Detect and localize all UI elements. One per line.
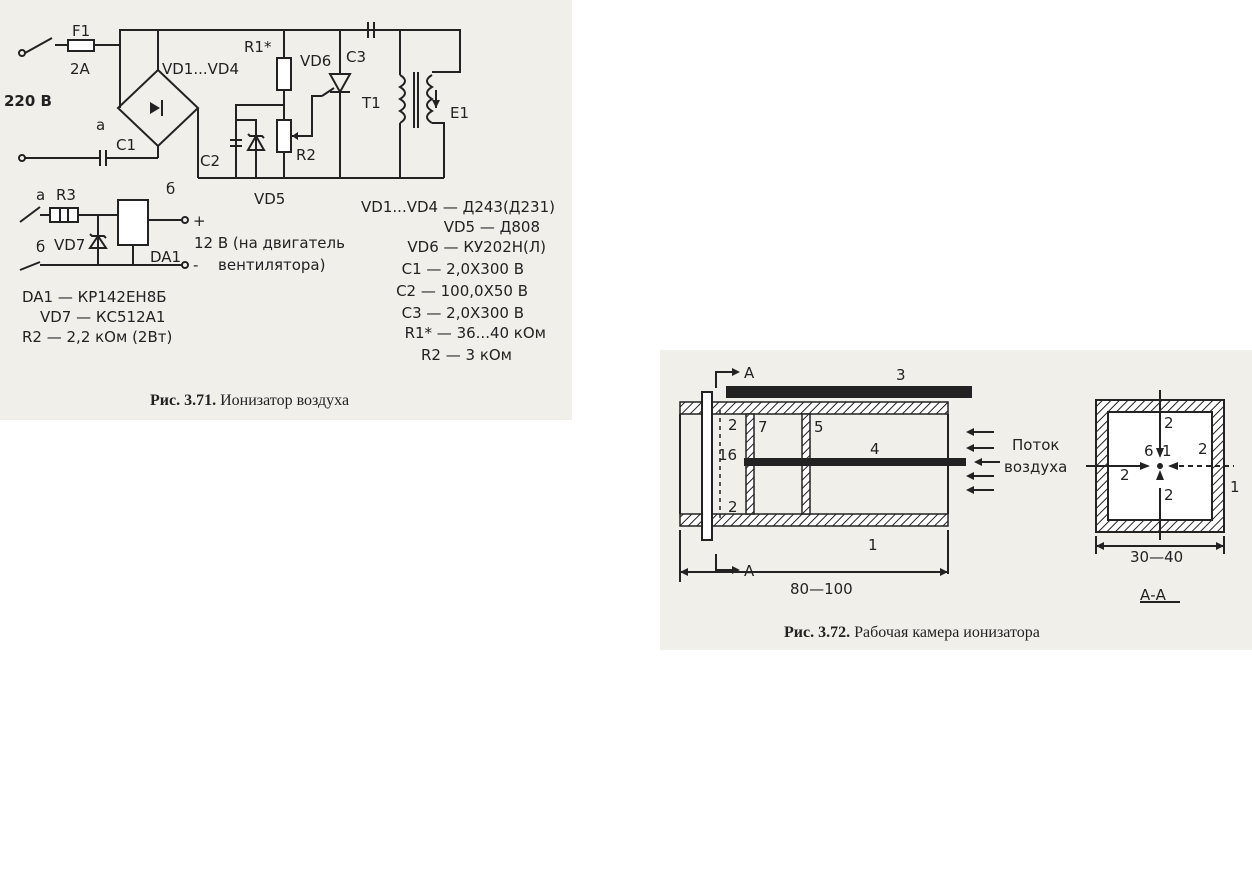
resistor-r3: [49, 207, 79, 223]
label-3: 3: [896, 366, 906, 384]
figure-3-72-panel: A A 3 4 7 5 1 2 2 16 Поток воздуха 80—10…: [660, 350, 1252, 650]
end-plate: [701, 391, 713, 541]
zener-vd5: [246, 133, 266, 151]
tube-wall-top: [679, 401, 949, 415]
label-section-2-left: 2: [1120, 466, 1130, 484]
thyristor-vd6: [328, 73, 352, 95]
label-2-bottom: 2: [728, 498, 738, 516]
label-vd6: VD6: [300, 52, 331, 70]
figure-3-71-panel: F1 2A 220 В VD1...VD4 а C1 б R1* VD6 C3 …: [0, 0, 572, 420]
label-1: 1: [868, 536, 878, 554]
label-c1: C1: [116, 136, 136, 154]
transformer-t1-primary: [398, 74, 406, 124]
component-right: VD5 — Д808: [444, 218, 540, 236]
component-right: R2 — 3 кОм: [421, 346, 512, 364]
label-section-2-right: 2: [1198, 440, 1208, 458]
label-16: 16: [718, 446, 737, 464]
label-width: 30—40: [1130, 548, 1183, 566]
potentiometer-r2: [276, 119, 292, 153]
electrode-4: [744, 458, 966, 466]
label-section-2-bottom: 2: [1164, 486, 1174, 504]
label-section-1: 1: [1230, 478, 1240, 496]
label-e1: E1: [450, 104, 469, 122]
label-r2: R2: [296, 146, 316, 164]
output-terminal-plus: [181, 216, 189, 224]
label-section-1-center: 1: [1162, 442, 1172, 460]
component-right: C1 — 2,0X300 В: [402, 260, 524, 278]
label-section-6: 6: [1144, 442, 1154, 460]
component-right: VD6 — КУ202Н(Л): [407, 238, 546, 256]
label-c3: C3: [346, 48, 366, 66]
ionizer-chamber-drawing: A A 3 4 7 5 1 2 2 16 Поток воздуха 80—10…: [679, 364, 1240, 604]
fuse-f1: [67, 39, 95, 52]
component-right: C2 — 100,0X50 В: [396, 282, 528, 300]
component-right: R1* — 36...40 кОм: [405, 324, 546, 342]
caption-title: Ионизатор воздуха: [220, 392, 350, 409]
label-flow-line2: воздуха: [1004, 458, 1067, 476]
label-flow-line1: Поток: [1012, 436, 1059, 454]
output-terminal-minus: [181, 261, 189, 269]
figure-3-71-caption: Рис. 3.71. Ионизатор воздуха: [150, 392, 349, 410]
transformer-t1-secondary: [426, 74, 434, 124]
label-r1: R1*: [244, 38, 272, 56]
label-4: 4: [870, 440, 880, 458]
component-right: VD1...VD4 — Д243(Д231): [361, 198, 555, 216]
top-bus-wire: [119, 29, 461, 73]
label-bridge: VD1...VD4: [162, 60, 239, 78]
label-t1: T1: [361, 94, 381, 112]
label-section-2-top: 2: [1164, 414, 1174, 432]
label-section-name: А-А: [1140, 586, 1167, 604]
mains-terminal-top: [18, 49, 26, 57]
label-7: 7: [758, 418, 768, 436]
component-left: DA1 — КР142ЕН8Б: [22, 288, 167, 306]
label-2-top: 2: [728, 416, 738, 434]
label-5: 5: [814, 418, 824, 436]
label-fan-line1: 12 В (на двигатель: [194, 234, 345, 252]
component-right: C3 — 2,0X300 В: [402, 304, 524, 322]
label-f1: F1: [72, 22, 90, 40]
label-a: а: [96, 116, 105, 134]
label-section-a-bottom: A: [744, 562, 755, 580]
label-minus: -: [193, 256, 198, 274]
mains-terminal-bottom: [18, 154, 26, 162]
label-plus: +: [193, 212, 206, 230]
section-electrode-point: [1157, 463, 1163, 469]
regulator-da1: [117, 199, 149, 246]
air-flow-arrows: [966, 428, 1000, 494]
label-c2: C2: [200, 152, 220, 170]
label-fan-line2: вентилятора): [218, 256, 325, 274]
label-da1: DA1: [150, 248, 181, 266]
component-left: R2 — 2,2 кОм (2Вт): [22, 328, 172, 346]
switch-lever: [24, 37, 53, 54]
component-left: VD7 — КС512А1: [40, 308, 165, 326]
label-a-stabilizer: а: [36, 186, 45, 204]
label-b: б: [166, 180, 175, 198]
label-mains-voltage: 220 В: [4, 92, 52, 110]
caption-number: Рис. 3.71.: [150, 392, 217, 409]
label-section-a-top: A: [744, 364, 755, 382]
label-vd7: VD7: [54, 236, 85, 254]
caption-title: Рабочая камера ионизатора: [854, 624, 1040, 641]
tube-wall-bottom: [679, 513, 949, 527]
label-length: 80—100: [790, 580, 853, 598]
label-b-stabilizer: б: [36, 238, 45, 256]
label-vd5: VD5: [254, 190, 285, 208]
label-f1-rating: 2A: [70, 60, 91, 78]
electrode-3: [726, 386, 972, 398]
figure-3-72-caption: Рис. 3.72. Рабочая камера ионизатора: [784, 624, 1040, 642]
ionizer-circuit-schematic: F1 2A 220 В VD1...VD4 а C1 б R1* VD6 C3 …: [4, 22, 555, 364]
label-r3: R3: [56, 186, 76, 204]
resistor-r1: [276, 57, 292, 91]
caption-number: Рис. 3.72.: [784, 624, 851, 641]
zener-vd7: [88, 234, 108, 249]
